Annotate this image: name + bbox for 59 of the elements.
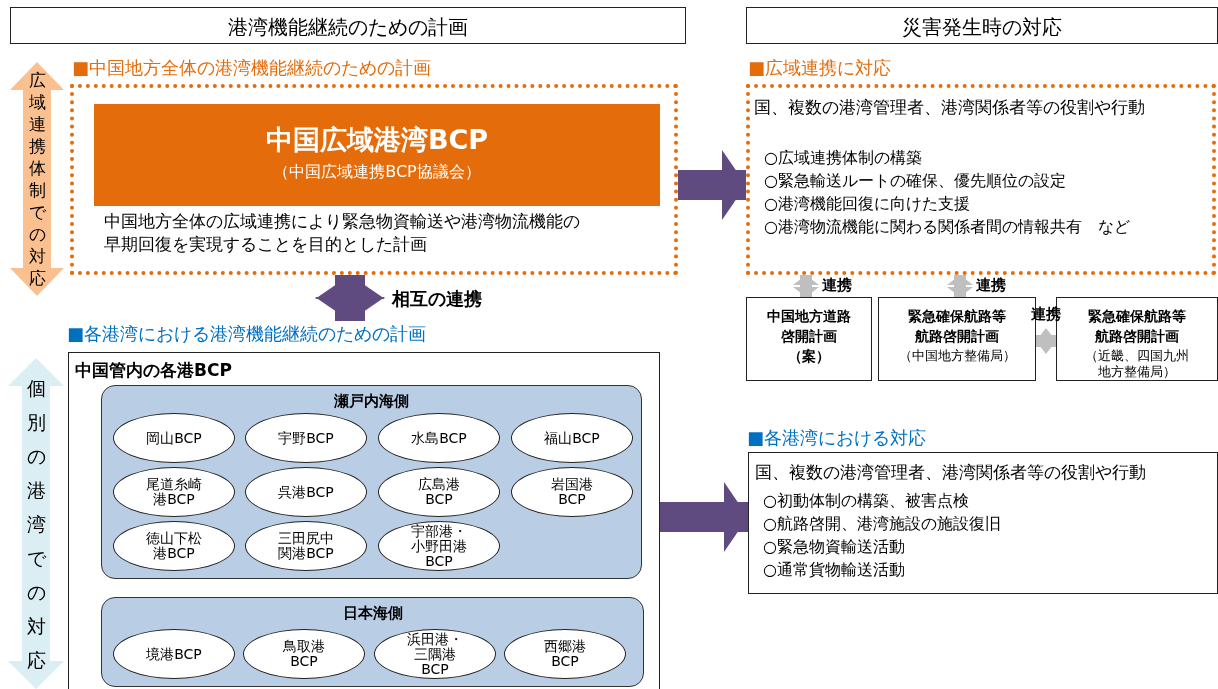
bcp-label: 三田尻中関港BCP [277, 531, 335, 561]
section-heading: ■広域連携に対応 [748, 56, 891, 80]
bcp-label: 福山BCP [543, 430, 601, 446]
group-box [101, 385, 642, 579]
title-text: 中国広域港湾BCP [264, 123, 490, 157]
bcp-label: 境港BCP [145, 646, 203, 662]
panel-title: 中国管内の各港BCP [75, 359, 232, 382]
box-title: 国、複数の港湾管理者、港湾関係者等の役割や行動 [755, 461, 1146, 484]
block-arrow [678, 150, 746, 220]
bcp-label: 宇野BCP [277, 430, 335, 446]
header-text: 港湾機能継続のための計画 [227, 14, 469, 41]
edge-label: 相互の連携 [392, 287, 482, 311]
section-header [10, 7, 686, 44]
bcp-label: 岡山BCP [145, 430, 203, 446]
list-item: ○緊急物資輸送活動 [763, 537, 905, 558]
list-item: ○広域連携体制の構築 [764, 148, 922, 169]
bcp-label: 宇部港・小野田港BCP [410, 523, 468, 569]
bcp-label: 水島BCP [410, 430, 468, 446]
group-box [101, 597, 644, 687]
bcp-label: 広島港BCP [417, 477, 461, 507]
list-item: ○港湾物流機能に関わる関係者間の情報共有 など [764, 217, 1130, 238]
list-item: ○航路啓開、港湾施設の施設復旧 [763, 514, 1001, 535]
plan-title: 緊急確保航路等航路啓開計画 [907, 307, 1007, 346]
bcp-label: 浜田港・三隅港BCP [406, 631, 464, 677]
bcp-label: 徳山下松港BCP [145, 531, 203, 561]
list-item: ○緊急輸送ルートの確保、優先順位の設定 [764, 171, 1066, 192]
box-title: 国、複数の港湾管理者、港湾関係者等の役割や行動 [754, 96, 1145, 119]
block-arrow [315, 275, 385, 321]
plan-title: 中国地方道路啓開計画（案） [766, 307, 852, 366]
section-heading: ■中国地方全体の港湾機能継続のための計画 [72, 56, 431, 80]
section-heading: ■各港湾における港湾機能継続のための計画 [67, 322, 426, 346]
group-heading: 瀬戸内海側 [333, 392, 410, 411]
edge-label: 連携 [822, 276, 852, 295]
description-text: 中国地方全体の広域連携により緊急物資輸送や港湾物流機能の早期回復を実現することを目的とした計画 [104, 210, 581, 256]
plan-box [746, 297, 872, 381]
block-arrow [660, 482, 748, 552]
section-header [746, 7, 1218, 44]
section-heading: ■各港湾における対応 [747, 426, 926, 450]
link-arrow [793, 275, 819, 297]
group-heading: 日本海側 [341, 604, 404, 623]
title-box [94, 104, 660, 206]
bcp-label: 鳥取港BCP [282, 639, 326, 669]
list-item: ○港湾機能回復に向けた支援 [764, 194, 970, 215]
bcp-label: 岩国港BCP [550, 477, 594, 507]
plan-title: 緊急確保航路等航路啓開計画 [1087, 307, 1187, 346]
plan-note: （中国地方整備局） [897, 348, 1017, 364]
list-item: ○初動体制の構築、被害点検 [763, 491, 969, 512]
side-label: 広域連携体制での対応 [27, 69, 47, 289]
link-arrow [1036, 328, 1056, 354]
bcp-label: 呉港BCP [277, 484, 335, 500]
list-item: ○通常貨物輸送活動 [763, 560, 905, 581]
bcp-label: 尾道糸崎港BCP [145, 477, 203, 507]
header-text: 災害発生時の対応 [901, 14, 1063, 41]
subtitle-text: （中国広域連携BCP協議会） [272, 162, 482, 183]
side-label: 個別の港湾での対応 [25, 375, 47, 673]
bcp-label: 西郷港BCP [543, 639, 587, 669]
edge-label: 連携 [976, 276, 1006, 295]
link-arrow [947, 275, 973, 297]
plan-note: （近畿、四国九州地方整備局） [1084, 348, 1190, 380]
